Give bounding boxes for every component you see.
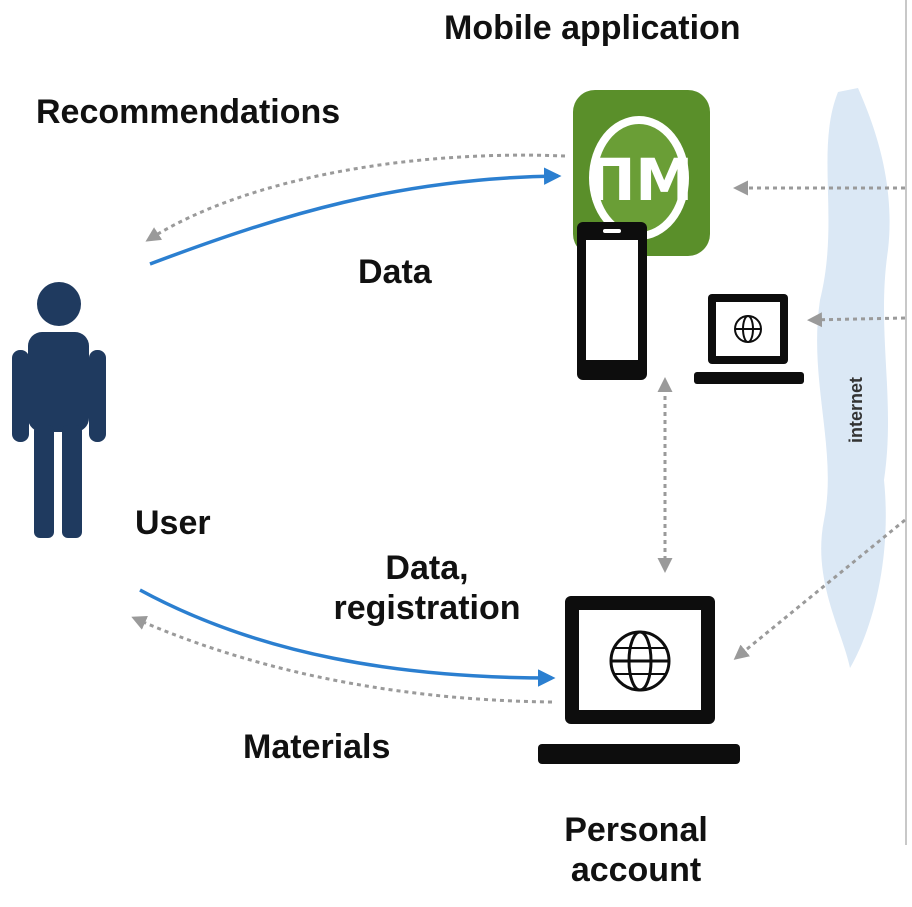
- user-label: User: [135, 504, 211, 542]
- user-icon: [12, 282, 106, 538]
- internet-label: internet: [846, 377, 866, 443]
- personal-account-label: Personal account: [536, 810, 736, 890]
- recommendations-arrow: [145, 153, 566, 242]
- laptop-icon: [694, 294, 804, 384]
- diagram-title: Mobile application: [444, 9, 741, 47]
- materials-label: Materials: [243, 728, 391, 766]
- internet-cloud-shape: [817, 88, 890, 668]
- smartphone-icon: [577, 222, 647, 380]
- data-registration-arrow: [139, 588, 556, 687]
- materials-arrow: [131, 616, 553, 704]
- app-logo-text: ПМ: [587, 146, 693, 214]
- data-registration-line-2: registration: [333, 589, 521, 627]
- app-logo-icon: ПМ: [573, 90, 710, 256]
- data-arrow: [149, 167, 562, 266]
- data-label: Data: [358, 253, 432, 291]
- data-registration-line-1: Data,: [385, 549, 469, 587]
- cloud-to-account-arrow: [733, 518, 906, 660]
- recommendations-label: Recommendations: [36, 93, 341, 131]
- personal-account-laptop-icon: [538, 596, 740, 764]
- personal-account-line-2: account: [570, 851, 702, 889]
- data-registration-label: Data, registration: [306, 548, 548, 628]
- personal-account-line-1: Personal: [564, 811, 708, 849]
